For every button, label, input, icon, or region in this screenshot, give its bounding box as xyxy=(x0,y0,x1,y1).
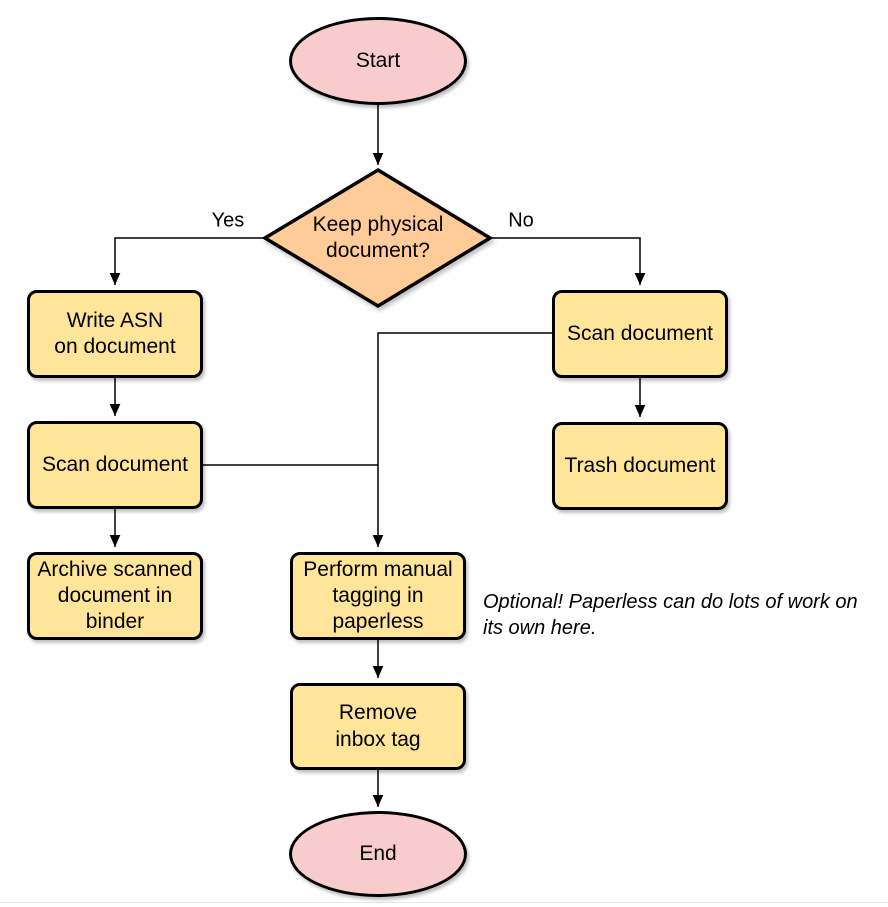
edge-decision-no-to-scan-right xyxy=(490,237,646,285)
edge-label-no: No xyxy=(505,209,537,233)
bottom-edge-line xyxy=(0,902,888,903)
node-archive-binder: Archive scanned document in binder xyxy=(27,552,203,640)
edge-label-yes: Yes xyxy=(208,209,248,233)
annotation-optional-note: Optional! Paperless can do lots of work … xyxy=(483,591,858,639)
node-manual-tagging: Perform manual tagging in paperless xyxy=(290,552,466,640)
decision-diamond-shape xyxy=(261,167,494,309)
node-scan-document-right: Scan document xyxy=(552,290,728,378)
node-decision-label: Keep physical document? xyxy=(312,212,444,262)
node-write-asn: Write ASN on document xyxy=(27,290,203,378)
node-trash-document: Trash document xyxy=(552,422,728,510)
node-end: End xyxy=(289,811,467,897)
node-remove-inbox-tag: Remove inbox tag xyxy=(290,683,466,770)
node-scan-document-left: Scan document xyxy=(27,421,203,509)
edge-decision-yes-to-write-asn xyxy=(109,237,265,285)
node-start: Start xyxy=(289,17,467,105)
edge-scan-right-to-tagging xyxy=(372,332,552,547)
